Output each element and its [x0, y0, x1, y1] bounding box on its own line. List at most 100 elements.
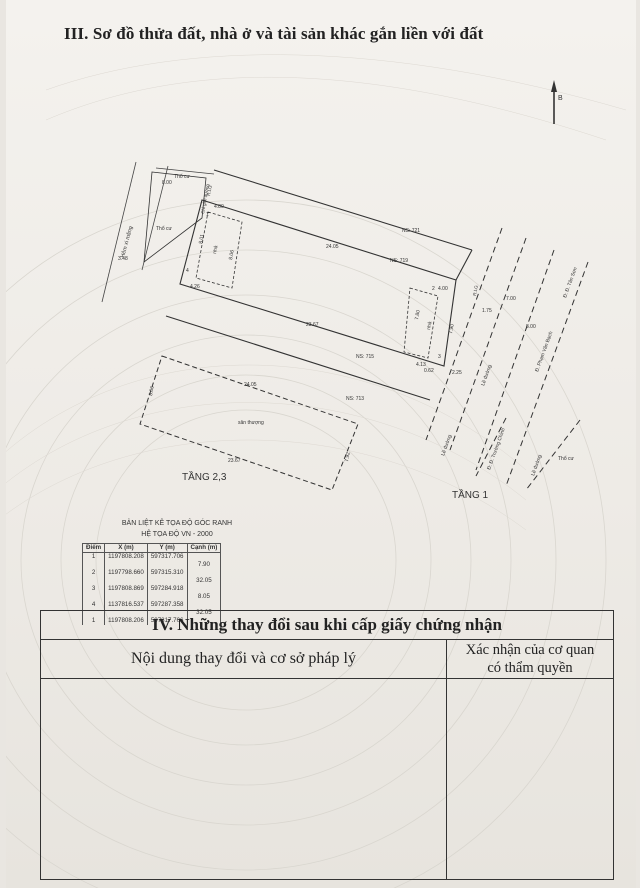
coord-cell-edge	[186, 552, 222, 561]
dim-700: 7.00	[506, 296, 516, 302]
dim-790: 7.90	[448, 324, 456, 335]
coord-table-caption: BẢN LIỆT KÊ TỌA ĐỘ GÓC RANH HỆ TỌA ĐỘ VN…	[92, 518, 262, 540]
coord-cell-y: 597284.918	[146, 585, 188, 593]
upper-dim-806: 8.06	[148, 386, 156, 397]
coord-cell-point: 1	[81, 617, 106, 625]
coord-cell-point: 2	[81, 569, 106, 577]
coord-table-header: Điểm X (m) Y (m) Cạnh (m)	[81, 543, 222, 553]
upper-floor-outline	[139, 355, 359, 491]
coord-cell-edge: 8.05	[186, 593, 222, 601]
neighbor-ns721: NS: 721	[402, 228, 420, 234]
coord-cell-edge: 32.05	[186, 577, 222, 585]
dim-800-top: 8.00	[162, 180, 172, 186]
coord-cell-y	[146, 577, 188, 585]
coord-cell-edge: 7.90	[186, 561, 222, 569]
coord-cell-y	[146, 593, 188, 601]
coord-cell-point	[81, 609, 106, 617]
north-arrow-icon: B	[551, 80, 563, 124]
tho-cu-top-label: Thổ cư	[174, 173, 191, 180]
dim-2367: 23.67	[306, 322, 319, 328]
coord-row: 7.90	[81, 561, 222, 569]
changes-content-cell[interactable]	[41, 677, 446, 879]
authority-header-line2: có thẩm quyền	[487, 660, 573, 676]
coord-cell-edge: 32.05	[186, 609, 222, 617]
authority-confirmation-cell[interactable]	[446, 677, 613, 879]
upper-dim-2367: 23.67	[228, 458, 241, 464]
coord-caption-line1: BẢN LIỆT KÊ TỌA ĐỘ GÓC RANH	[121, 520, 233, 527]
coord-cell-point: 4	[81, 601, 106, 609]
hem-label: Hẻm xi măng	[120, 226, 134, 259]
dim-806: 8.06	[228, 250, 236, 261]
dim-175: 1.75	[482, 308, 492, 314]
point-2: 2	[432, 286, 435, 292]
north-label: B	[558, 95, 563, 102]
dim-400: 4.00	[438, 286, 448, 292]
tho-cu-left-label: Thổ cư	[156, 225, 173, 232]
coord-row: 32.05	[81, 609, 222, 617]
section-3-title: III. Sơ đồ thửa đất, nhà ở và tài sản kh…	[64, 24, 484, 43]
road-pham-van-bach-label: Đ. Phạm Văn Bạch	[534, 330, 554, 372]
roof-terrace-label: sân thượng	[238, 420, 264, 426]
coord-cell-edge	[186, 617, 222, 625]
upper-dim-2405: 24.05	[244, 382, 257, 388]
coord-cell-edge	[186, 569, 222, 577]
coord-cell-y: 597287.358	[146, 601, 188, 609]
authority-confirmation-header: Xác nhận của cơ quan có thẩm quyền	[446, 640, 613, 679]
neighbor-ns713: NS: 713	[346, 396, 364, 402]
guilloche-background	[6, 54, 627, 888]
coord-row: 8.05	[81, 593, 222, 601]
curb-label-3: Lề đường	[530, 454, 543, 477]
dim-800-road: 8.00	[526, 324, 536, 330]
dim-413: 4.13	[416, 362, 426, 368]
neighbor-ns715: NS: 715	[356, 354, 374, 360]
point-1: 1	[206, 212, 209, 218]
dim-062: 0.62	[424, 368, 434, 374]
coord-cell-point	[81, 577, 106, 585]
changes-table: IV. Những thay đổi sau khi cấp giấy chứn…	[40, 610, 614, 880]
dim-801: 8.01	[198, 234, 206, 245]
dim-2405: 24.05	[326, 244, 339, 250]
coord-cell-x: 1197798.660	[104, 569, 148, 577]
changes-content-header: Nội dung thay đổi và cơ sở pháp lý	[131, 650, 356, 667]
coord-cell-point: 1	[81, 552, 106, 561]
hem-width: 3.48	[118, 256, 128, 262]
curb-label-1: Lề đường	[480, 364, 493, 387]
certificate-page: III. Sơ đồ thửa đất, nhà ở và tài sản kh…	[6, 0, 636, 888]
floor-upper-label: TẦNG 2,3	[182, 470, 227, 483]
coord-header-point: Điểm	[81, 543, 106, 553]
house-label-left: nhà	[212, 245, 219, 254]
parcel-outline	[165, 169, 473, 401]
coord-row: 32.05	[81, 577, 222, 585]
coord-cell-x: 1197808.869	[104, 585, 148, 593]
coord-cell-x: 1137816.537	[104, 601, 148, 609]
dim-480: 4.80	[214, 204, 224, 210]
coord-cell-edge	[186, 601, 222, 609]
boundary-line-label: Chỉ giới đường	[199, 183, 210, 214]
coord-cell-point	[81, 561, 106, 569]
neighbor-ns719: NS: 719	[390, 258, 408, 264]
house-label-right: nhà	[426, 321, 433, 330]
coord-header-y: Y (m)	[146, 543, 188, 553]
coord-cell-y: 597317.706	[146, 552, 188, 561]
dim-225: 2.25	[452, 370, 462, 376]
authority-header-line1: Xác nhận của cơ quan	[465, 642, 595, 658]
coord-cell-y	[146, 561, 188, 569]
coord-cell-x	[104, 577, 148, 585]
coord-cell-point: 3	[81, 585, 106, 593]
coord-cell-x	[104, 593, 148, 601]
coord-cell-x: 1197808.208	[104, 552, 148, 561]
rlg-right-label: R.LG	[472, 284, 479, 296]
section-4-title: IV. Những thay đổi sau khi cấp giấy chứn…	[41, 611, 613, 640]
coord-cell-x	[104, 561, 148, 569]
land-plan-diagram: B Hẻm xi măng 3.48	[101, 80, 589, 501]
point-3: 3	[438, 354, 441, 360]
coord-cell-y: 597315.310	[146, 569, 188, 577]
dim-426: 4.26	[190, 284, 200, 290]
coord-header-edge: Cạnh (m)	[186, 543, 222, 553]
coord-caption-line2: HỆ TỌA ĐỘ VN - 2000	[141, 531, 213, 538]
